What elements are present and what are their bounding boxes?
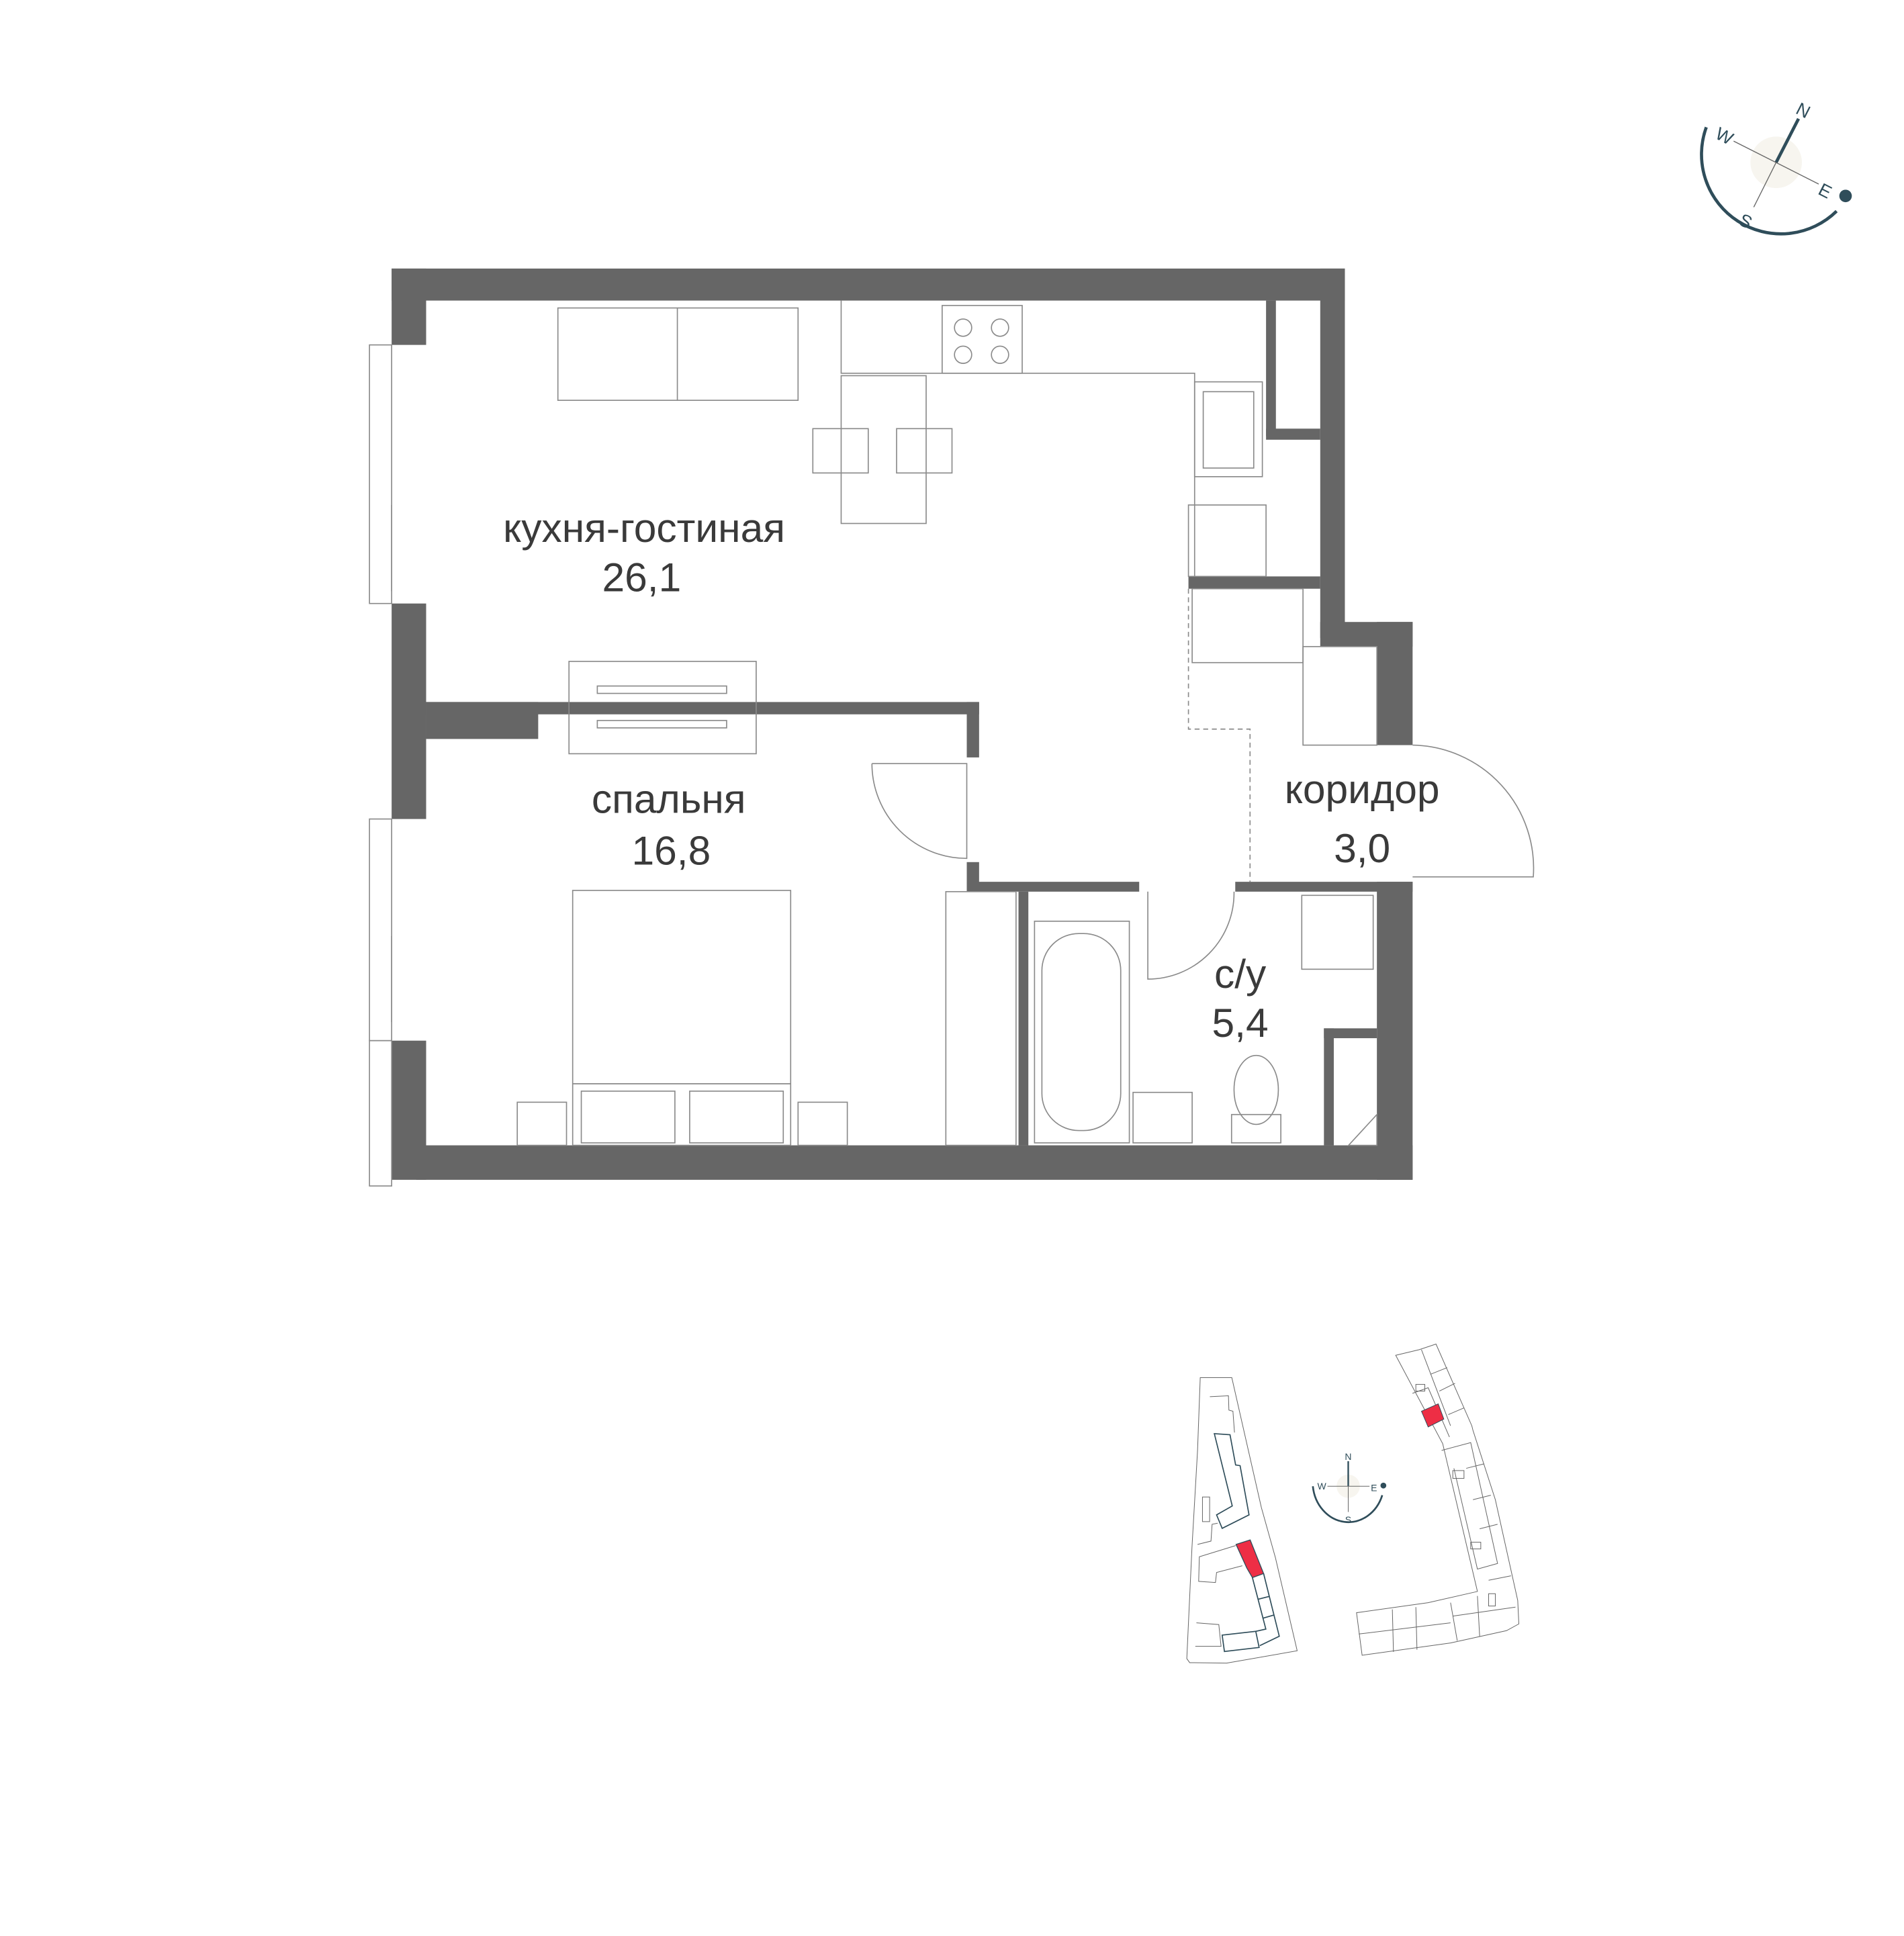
apartment-plan: кухня-гостиная 26,1 спальня 16,8 коридор… [369, 268, 1535, 1187]
tv-stand [568, 661, 757, 755]
compass-east-label: E [1815, 179, 1835, 203]
stove [942, 305, 1023, 374]
toilet [1233, 1054, 1279, 1125]
chair [812, 428, 869, 474]
room-area-corridor: 3,0 [1334, 825, 1390, 871]
compass-bottom-west-label: W [1318, 1481, 1327, 1491]
dining-table [840, 375, 927, 524]
wardrobe [945, 890, 1017, 1146]
room-name-bedroom: спальня [592, 776, 746, 821]
compass-bottom-east-label: E [1371, 1483, 1377, 1493]
nightstand [797, 1101, 848, 1146]
kitchen-sink [1193, 381, 1263, 477]
highlighted-building-section [1235, 1539, 1265, 1579]
compass-west-label: W [1712, 124, 1737, 150]
room-area-bathroom: 5,4 [1212, 1000, 1269, 1046]
site-plan-left [1186, 1377, 1298, 1664]
site-plan-right [1356, 1343, 1520, 1656]
compass-north-label: N [1793, 99, 1814, 122]
room-name-bathroom: с/у [1214, 951, 1267, 997]
walls [392, 268, 1413, 1180]
doors [871, 744, 1535, 980]
room-name-corridor: коридор [1285, 766, 1440, 812]
room-area-bedroom: 16,8 [632, 827, 711, 873]
site-plan: N W E S [1186, 1343, 1520, 1664]
washing-machine [1301, 894, 1374, 970]
compass-bottom-south-label: S [1345, 1514, 1351, 1525]
furniture [516, 300, 1377, 1146]
room-labels: кухня-гостиная 26,1 спальня 16,8 коридор… [503, 505, 1439, 1046]
sofa [557, 307, 799, 401]
washbasin [1132, 1091, 1193, 1144]
chair [896, 428, 953, 474]
room-name-kitchen-living: кухня-гостиная [503, 505, 785, 551]
highlighted-building-section-right [1420, 1403, 1445, 1428]
hall-wardrobe [1191, 588, 1304, 663]
bed [572, 890, 792, 1146]
compass-bottom-north-label: N [1345, 1451, 1351, 1462]
room-area-kitchen-living: 26,1 [602, 554, 682, 600]
nightstand [516, 1101, 568, 1146]
compass-top: N W E S [1700, 99, 1852, 236]
windows [369, 344, 392, 1187]
bathtub [1034, 920, 1130, 1144]
fridge [1187, 504, 1267, 578]
compass-bottom: N W E S [1312, 1451, 1387, 1525]
